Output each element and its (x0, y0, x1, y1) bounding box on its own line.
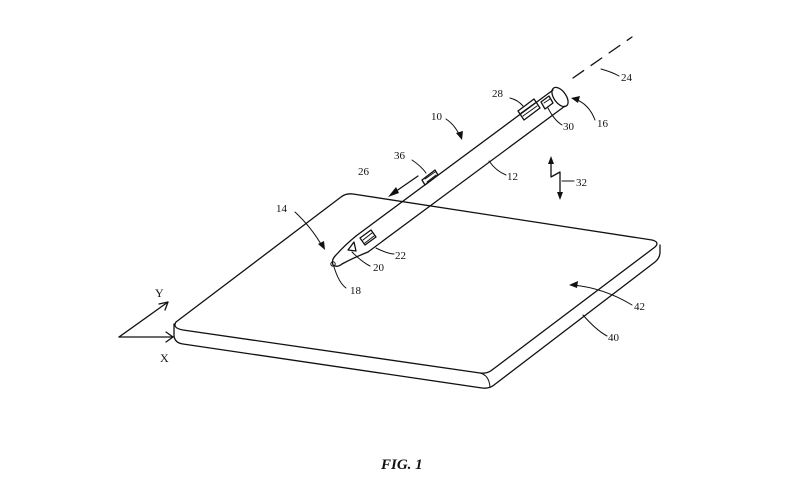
stylus-tip (330, 261, 336, 267)
tip-end-arrow (294, 211, 325, 250)
stylus-pointer-arrow (445, 118, 463, 140)
tablet-top-surface (174, 193, 658, 374)
label-36: 36 (394, 150, 406, 162)
label-26: 26 (358, 166, 370, 178)
figure-caption: FIG. 1 (380, 457, 423, 473)
label-20: 20 (373, 262, 385, 274)
tip-electrode (347, 241, 357, 252)
label-14: 14 (276, 203, 288, 215)
label-40: 40 (608, 332, 620, 344)
label-10: 10 (431, 111, 443, 123)
leader-lines (333, 68, 620, 337)
rear-sensor-a (517, 98, 541, 121)
stylus-tip-cone (331, 235, 369, 267)
stylus-button (421, 169, 439, 186)
y-axis-tick (158, 301, 169, 311)
rear-sensor-b (540, 95, 554, 110)
reference-numerals: 10 12 14 16 18 20 22 24 26 28 30 32 36 4… (276, 72, 645, 344)
label-28: 28 (492, 88, 504, 100)
tablet-front-edge (173, 244, 661, 389)
surface-arrow (569, 281, 633, 306)
stylus-rear-cap (551, 86, 569, 108)
x-axis-tick (165, 331, 174, 343)
x-axis-label: X (160, 351, 169, 365)
label-12: 12 (507, 171, 518, 183)
direction-arrow (388, 175, 419, 197)
front-sensor (359, 229, 377, 246)
motion-arrow-icon (548, 156, 563, 200)
label-24: 24 (621, 72, 633, 84)
rear-end-arrow (571, 96, 596, 121)
label-18: 18 (350, 285, 362, 297)
label-16: 16 (597, 118, 609, 130)
stylus-shaft (355, 89, 566, 253)
label-42: 42 (634, 301, 645, 313)
tablet-corner-detail (479, 372, 491, 388)
y-axis-label: Y (155, 286, 164, 300)
label-22: 22 (395, 250, 406, 262)
stylus (330, 86, 569, 267)
stylus-axis-dashed-line (572, 36, 633, 79)
y-axis-line (118, 301, 169, 338)
xy-axes: X Y (118, 286, 174, 365)
label-30: 30 (563, 121, 575, 133)
tablet-device (173, 193, 661, 389)
label-32: 32 (576, 177, 587, 189)
